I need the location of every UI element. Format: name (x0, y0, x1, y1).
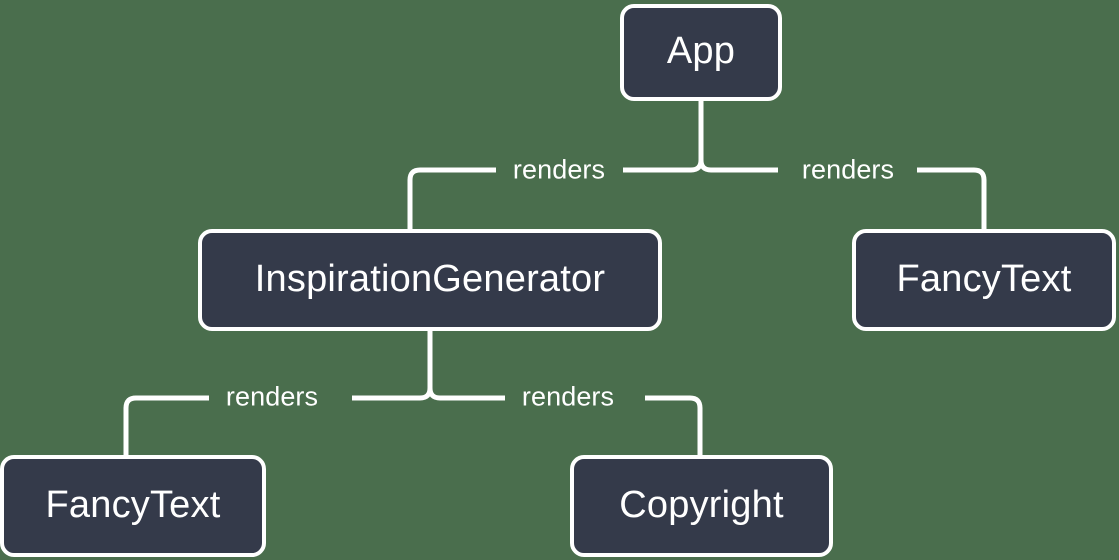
node-inspiration-generator-label: InspirationGenerator (254, 257, 606, 300)
edge-label-app-to-inspiration: renders (512, 154, 606, 185)
edge-label-inspiration-to-fancytext: renders (225, 381, 319, 412)
node-app[interactable]: App (620, 4, 782, 101)
node-copyright-label: Copyright (619, 483, 784, 526)
edge-app-to-inspiration-a (623, 159, 704, 173)
node-fancytext-right-label: FancyText (896, 257, 1072, 300)
edge-label-inspiration-to-copyright: renders (521, 381, 615, 412)
node-fancytext-bottom[interactable]: FancyText (0, 455, 266, 557)
node-app-label: App (666, 30, 736, 72)
node-fancytext-right[interactable]: FancyText (852, 229, 1116, 331)
edge-inspiration-to-fancytext-b (123, 395, 209, 455)
node-fancytext-bottom-label: FancyText (45, 483, 221, 526)
edge-inspiration-to-copyright-a (427, 387, 505, 401)
edge-app-to-inspiration-b (407, 167, 496, 229)
edge-app-to-fancytext-a (698, 159, 778, 173)
edge-inspiration-to-copyright-b (645, 395, 703, 455)
edge-inspiration-to-fancytext-a (352, 387, 433, 401)
edge-app-to-fancytext-b (917, 167, 987, 229)
node-inspiration-generator[interactable]: InspirationGenerator (198, 229, 662, 331)
node-copyright[interactable]: Copyright (570, 455, 833, 557)
edge-label-app-to-fancytext: renders (801, 154, 895, 185)
